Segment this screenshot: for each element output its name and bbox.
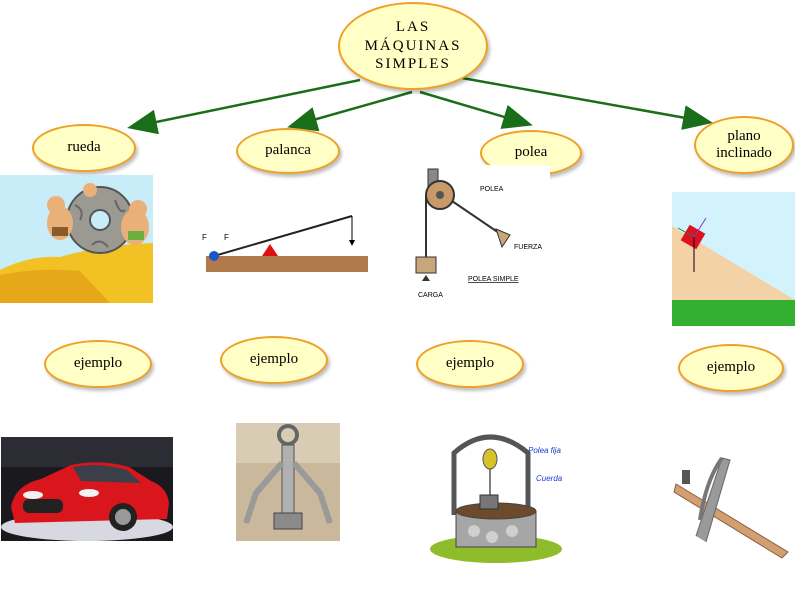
title-text: LAS MÁQUINAS SIMPLES xyxy=(364,18,462,73)
lever-force-label: F xyxy=(202,233,207,242)
pulley-force-label: FUERZA xyxy=(514,244,542,251)
arrow-to-palanca xyxy=(287,90,413,132)
lever-force-label-2: F xyxy=(224,233,229,242)
wheel-illustration xyxy=(0,175,153,303)
ejemplo-rueda-oval: ejemplo xyxy=(44,340,152,388)
ramp-icon xyxy=(670,450,795,570)
pulley-load-label: CARGA xyxy=(418,292,443,299)
water-well-icon: Polea fija Cuerda xyxy=(424,425,574,565)
pulley-caption: POLEA SIMPLE xyxy=(468,276,519,283)
corkscrew-icon xyxy=(236,423,340,541)
label-polea: polea xyxy=(514,144,548,161)
arrow-to-polea xyxy=(419,90,533,129)
inclined-plane-diagram xyxy=(672,192,795,326)
label-rueda: rueda xyxy=(67,139,101,156)
oval-palanca: palanca xyxy=(236,128,340,174)
ejemplo-palanca-label: ejemplo xyxy=(249,351,299,368)
ejemplo-plano-oval: ejemplo xyxy=(678,344,784,392)
oval-rueda: rueda xyxy=(32,124,136,172)
oval-plano-inclinado: plano inclinado xyxy=(694,116,794,174)
ejemplo-plano-label: ejemplo xyxy=(706,359,756,376)
arrow-to-rueda xyxy=(127,78,361,135)
well-fixed-pulley-label: Polea fija xyxy=(528,446,561,455)
title-oval: LAS MÁQUINAS SIMPLES xyxy=(338,2,488,90)
ejemplo-palanca-oval: ejemplo xyxy=(220,336,328,384)
lever-diagram: F F xyxy=(200,212,370,276)
ejemplo-polea-oval: ejemplo xyxy=(416,340,524,388)
pulley-diagram: POLEA FUERZA CARGA POLEA SIMPLE xyxy=(410,165,550,303)
ejemplo-polea-label: ejemplo xyxy=(445,355,495,372)
well-rope-label: Cuerda xyxy=(536,474,563,483)
label-palanca: palanca xyxy=(265,142,311,159)
arrow-to-plano xyxy=(461,76,713,130)
pulley-label: POLEA xyxy=(480,186,504,193)
label-plano-inclinado: plano inclinado xyxy=(716,127,772,161)
car-icon xyxy=(1,437,173,541)
ejemplo-rueda-label: ejemplo xyxy=(73,355,123,372)
